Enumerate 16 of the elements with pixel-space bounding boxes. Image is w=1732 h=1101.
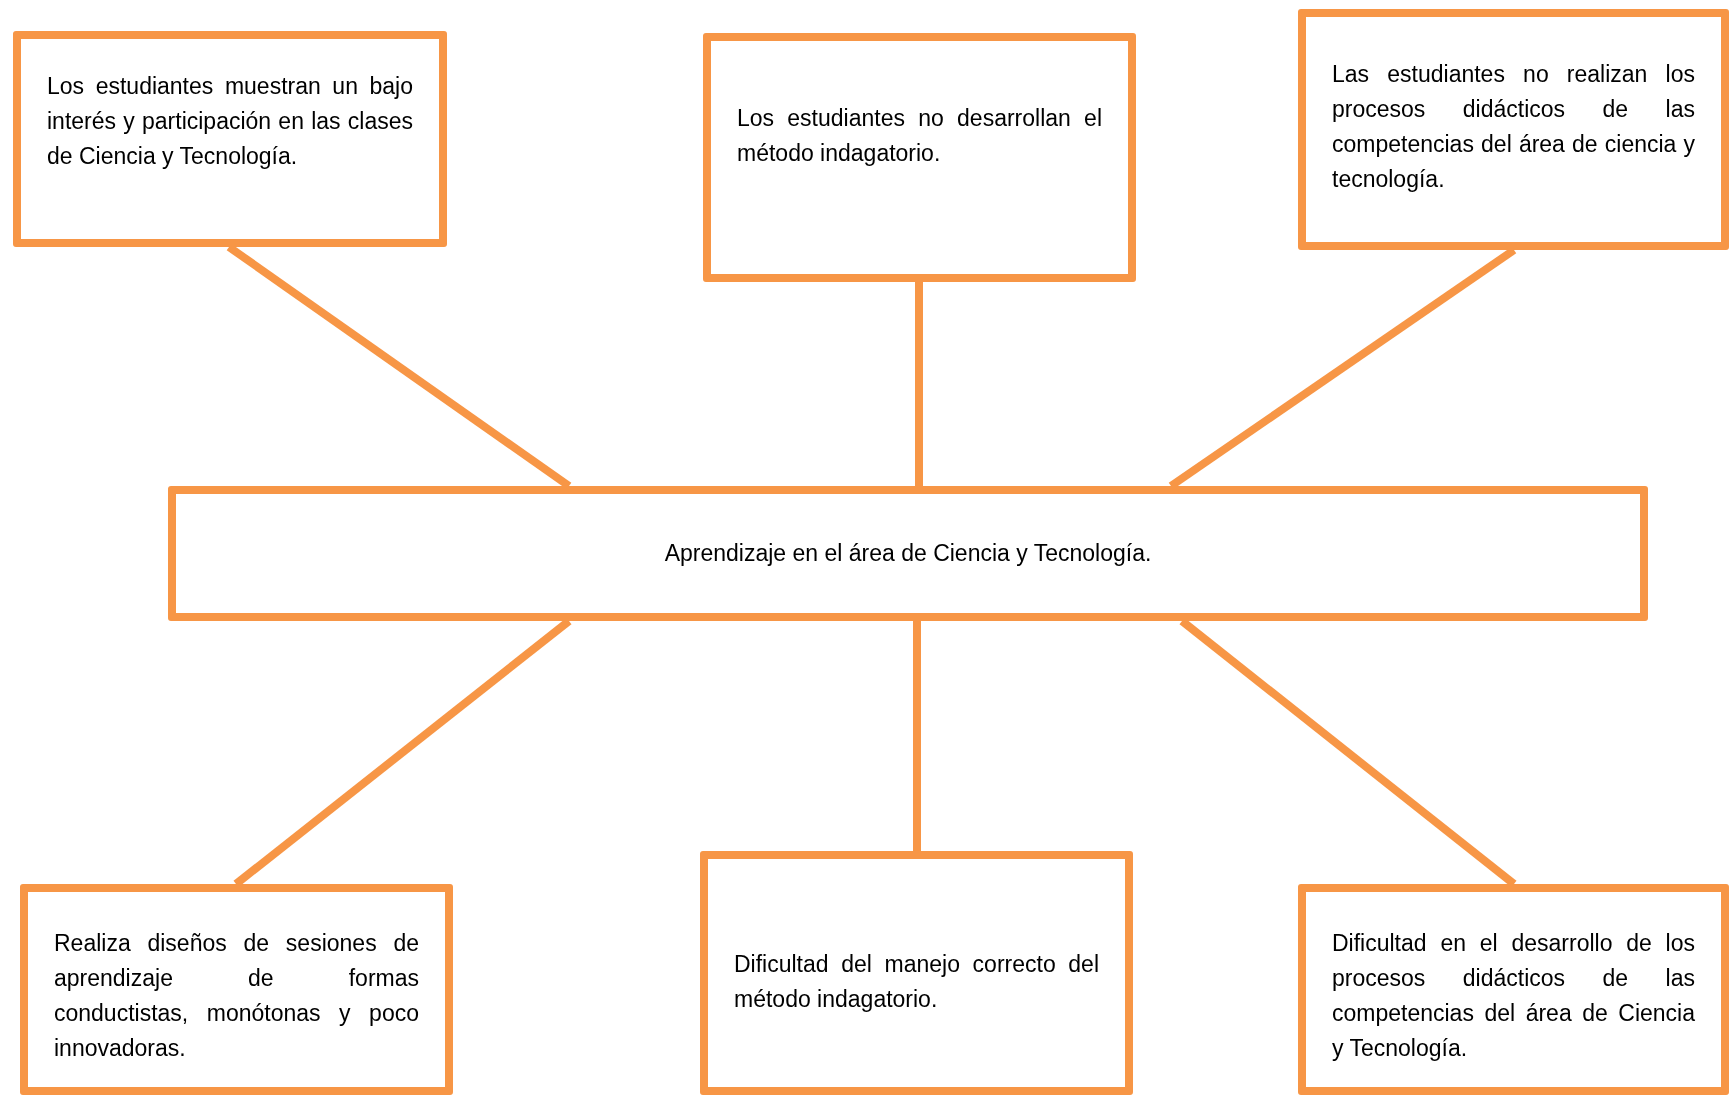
text-box [20, 884, 453, 1095]
text-box [13, 31, 447, 247]
box-text: Dificultad en el desarrollo de los procesos didácticos de las competencias del área de Ciencia y Tecnología. [1332, 929, 1695, 1063]
box-text: Realiza diseños de sesiones de aprendizaje de formas conductistas, monótonas y poco innovadoras. [54, 929, 419, 1063]
box-text: Las estudiantes no realizan los procesos didácticos de las competencias del área de ciencia y tecnología. [1332, 60, 1695, 194]
text-box [1298, 9, 1729, 250]
connector-line [915, 282, 923, 486]
box-text: Aprendizaje en el área de Ciencia y Tecnología. [664, 539, 1152, 568]
text-box [1298, 884, 1729, 1095]
box-text: Dificultad del manejo correcto del método indagatorio. [734, 950, 1099, 1014]
text-box [700, 851, 1133, 1095]
connector-line [913, 621, 921, 851]
box-text: Los estudiantes no desarrollan el método indagatorio. [737, 104, 1102, 168]
text-box [168, 486, 1648, 621]
text-box [703, 33, 1136, 282]
box-text: Los estudiantes muestran un bajo interés y participación en las clases de Ciencia y Tecnología. [47, 72, 413, 171]
